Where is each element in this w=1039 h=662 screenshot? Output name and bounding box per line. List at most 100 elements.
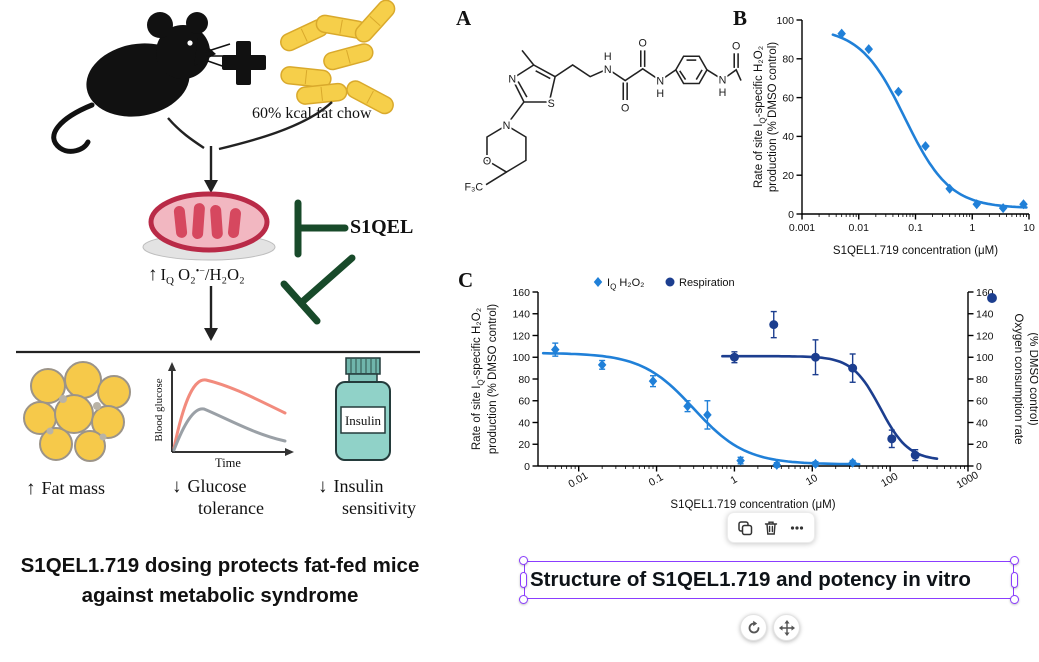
ros-label: ↑IQ O₂•−/H₂O₂ [148, 264, 245, 287]
svg-text:140: 140 [976, 309, 994, 321]
duplicate-button[interactable] [733, 516, 757, 540]
svg-text:production (% DMSO control): production (% DMSO control) [487, 304, 499, 454]
atom-o: O [732, 40, 740, 52]
resize-handle-br[interactable] [1010, 595, 1019, 604]
trash-icon [764, 521, 778, 535]
mouse-icon [51, 12, 233, 154]
svg-text:40: 40 [976, 417, 988, 429]
resize-handle-tr[interactable] [1010, 556, 1019, 565]
svg-text:(% DMSO control): (% DMSO control) [1027, 332, 1038, 425]
left-caption-line2: against metabolic syndrome [81, 584, 359, 607]
svg-text:80: 80 [518, 374, 530, 386]
svg-text:0.001: 0.001 [789, 222, 815, 234]
plus-icon [222, 41, 266, 85]
outcome-insulin-line2: sensitivity [342, 498, 416, 518]
svg-text:Rate of site IQ-specific H₂O₂: Rate of site IQ-specific H₂O₂ [753, 46, 768, 188]
svg-text:10: 10 [804, 472, 820, 488]
atom-o: O [639, 37, 647, 49]
svg-text:60: 60 [518, 396, 530, 408]
chow-label: 60% kcal fat chow [252, 105, 372, 122]
svg-text:140: 140 [512, 309, 530, 321]
svg-text:0.01: 0.01 [849, 222, 870, 234]
svg-text:Respiration: Respiration [679, 277, 735, 289]
atom-n: N [656, 75, 664, 87]
svg-text:160: 160 [512, 287, 530, 299]
atom-h: H [604, 51, 612, 63]
resize-handle-left[interactable] [520, 572, 527, 588]
svg-text:0: 0 [976, 461, 982, 473]
atom-o: O [621, 103, 629, 115]
glucose-ylabel: Blood glucose [153, 378, 165, 441]
more-options-button[interactable] [785, 516, 809, 540]
rotate-icon [748, 620, 759, 633]
bond-skeleton [485, 49, 742, 186]
atom-h: H [719, 87, 727, 99]
resize-handle-bl[interactable] [519, 595, 528, 604]
more-dots-icon [790, 525, 804, 530]
move-button[interactable] [773, 614, 800, 641]
svg-text:20: 20 [976, 439, 988, 451]
svg-text:80: 80 [782, 54, 794, 66]
atom-s: S [548, 98, 555, 110]
graphical-abstract-figure[interactable]: 60% kcal fat chow ↑IQ O₂•−/H₂O₂ S1QEL [0, 0, 445, 545]
svg-text:100: 100 [879, 470, 900, 489]
svg-text:0.1: 0.1 [908, 222, 923, 234]
svg-text:0.1: 0.1 [647, 471, 666, 489]
svg-text:1: 1 [969, 222, 975, 234]
svg-text:120: 120 [512, 330, 530, 342]
svg-text:Rate of site IQ-specific H₂O₂: Rate of site IQ-specific H₂O₂ [471, 308, 486, 450]
svg-text:20: 20 [782, 170, 794, 182]
svg-text:100: 100 [776, 15, 794, 27]
svg-text:40: 40 [518, 417, 530, 429]
atom-o: O [483, 155, 491, 167]
atom-h: H [656, 88, 664, 100]
insulin-vial-icon: Insulin [335, 357, 391, 461]
resize-handle-tl[interactable] [519, 556, 528, 565]
svg-text:IQ H₂O₂: IQ H₂O₂ [607, 277, 644, 292]
svg-text:120: 120 [976, 330, 994, 342]
delete-button[interactable] [759, 516, 783, 540]
selected-text-element[interactable]: Structure of S1QEL1.719 and potency in v… [519, 556, 1019, 604]
outcome-fat-mass: ↑Fat mass [26, 478, 105, 499]
atom-n: N [508, 74, 516, 86]
svg-text:40: 40 [782, 131, 794, 143]
mitochondrion-icon [142, 191, 276, 261]
svg-text:20: 20 [518, 439, 530, 451]
fat-cells-icon [23, 361, 131, 462]
pills-icon [280, 0, 396, 115]
atom-n: N [604, 64, 612, 76]
chemical-structure[interactable]: N S N O F₃C N H O O N H N H O [450, 24, 742, 214]
outcome-glucose-line1: ↓Glucose [172, 476, 246, 497]
svg-text:0: 0 [788, 209, 794, 221]
selected-caption-text: Structure of S1QEL1.719 and potency in v… [530, 568, 971, 591]
atom-n: N [719, 74, 727, 86]
outcome-insulin-line1: ↓Insulin [318, 476, 384, 497]
inhibitor-label: S1QEL [350, 216, 413, 238]
svg-text:S1QEL1.719 concentration (μM): S1QEL1.719 concentration (μM) [670, 499, 835, 511]
svg-text:60: 60 [782, 92, 794, 104]
svg-text:10: 10 [1023, 222, 1035, 234]
svg-text:Oxygen consumption rate: Oxygen consumption rate [1012, 313, 1024, 444]
pathway-arrow [16, 286, 420, 354]
svg-text:S1QEL1.719 concentration (μM): S1QEL1.719 concentration (μM) [833, 245, 998, 257]
outcome-glucose-line2: tolerance [198, 498, 264, 518]
left-caption-textbox[interactable]: S1QEL1.719 dosing protects fat-fed mice … [6, 551, 434, 611]
panel-a-label: A [456, 6, 472, 30]
svg-text:1: 1 [728, 473, 739, 486]
svg-text:100: 100 [512, 352, 530, 364]
svg-text:60: 60 [976, 396, 988, 408]
resize-handle-right[interactable] [1011, 572, 1018, 588]
panel-b-label: B [733, 6, 748, 30]
atom-f3c: F₃C [464, 182, 483, 194]
rotate-button[interactable] [740, 614, 767, 641]
svg-text:0.01: 0.01 [566, 470, 590, 491]
glucose-xlabel: Time [215, 456, 241, 470]
context-toolbar [727, 512, 815, 543]
svg-text:0: 0 [524, 461, 530, 473]
duplicate-icon [738, 520, 753, 535]
panel-c-label: C [458, 268, 474, 292]
atom-labels: N S N O F₃C N H O O N H N H O [463, 36, 742, 196]
svg-text:80: 80 [976, 374, 988, 386]
